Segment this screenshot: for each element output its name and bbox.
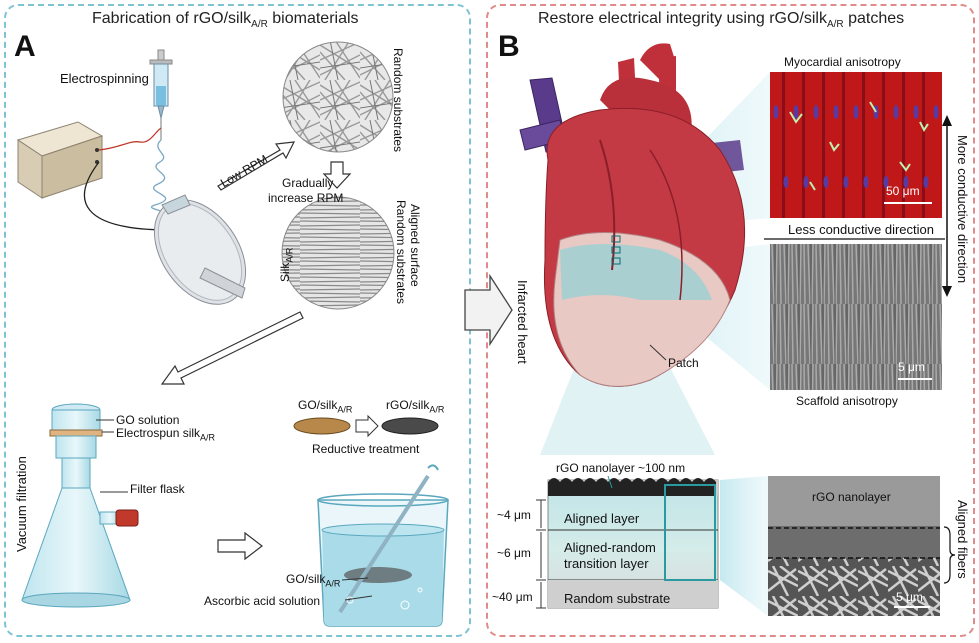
more-conductive-label: More conductive direction xyxy=(955,135,970,284)
rgo-silk-label: rGO/silkA/R xyxy=(386,398,445,415)
layer-4um-label: ~4 μm xyxy=(497,508,531,522)
rgo-nanolayer-100-label: rGO nanolayer ~100 nm xyxy=(556,461,686,475)
electrospun-silk-label: Electrospun silkA/R xyxy=(116,426,216,443)
less-conductive-label: Less conductive direction xyxy=(788,222,934,237)
aligned-surface-label: Aligned surface xyxy=(408,204,422,287)
vacuum-filtration-label: Vacuum filtration xyxy=(14,456,29,552)
random-substrates-label: Random substrates xyxy=(391,48,405,153)
electrospinning-label: Electrospinning xyxy=(60,71,149,86)
random-substrate-label: Random substrate xyxy=(564,591,671,606)
crosssection-sem: 5 μm xyxy=(768,476,940,616)
layer-6um-label: ~6 μm xyxy=(497,546,531,560)
scale-bar xyxy=(884,202,932,204)
myocardial-micrograph: 50 μm xyxy=(770,72,942,218)
panel-a-title: Fabrication of rGO/silkA/R biomaterials xyxy=(92,10,359,31)
filter-flask-label: Filter flask xyxy=(130,482,185,496)
gradually-label: Gradually xyxy=(282,176,334,190)
infarcted-heart-label: Infarcted heart xyxy=(515,280,530,364)
rgo-nanolayer-label: rGO nanolayer xyxy=(812,490,891,504)
aligned-fibers-label: Aligned fibers xyxy=(955,500,970,579)
myocardial-anisotropy-label: Myocardial anisotropy xyxy=(784,55,901,69)
scale-label-5b: 5 μm xyxy=(896,590,923,604)
go-solution-label: GO solution xyxy=(116,413,180,427)
ascorbic-acid-label: Ascorbic acid solution xyxy=(204,594,321,608)
scaffold-sem: 5 μm xyxy=(770,244,942,390)
increase-rpm-label: increase RPM xyxy=(268,191,344,205)
scale-label-5a: 5 μm xyxy=(898,360,925,374)
silk-ar-label: SilkA/R xyxy=(278,247,295,282)
scale-bar xyxy=(894,606,930,608)
aligned-random-label: Aligned-random xyxy=(564,540,656,555)
scale-label-50: 50 μm xyxy=(886,184,920,198)
scale-bar xyxy=(898,378,932,380)
transition-layer-label: transition layer xyxy=(564,556,649,571)
panel-a-letter: A xyxy=(14,30,36,63)
go-silk-beaker-label: GO/silkA/R xyxy=(286,572,341,589)
panel-b-letter: B xyxy=(498,30,520,63)
scaffold-anisotropy-label: Scaffold anisotropy xyxy=(796,394,898,408)
panel-b-title: Restore electrical integrity using rGO/s… xyxy=(538,10,905,31)
layer-40um-label: ~40 μm xyxy=(492,590,533,604)
reductive-treatment-label: Reductive treatment xyxy=(312,442,420,456)
patch-label: Patch xyxy=(668,356,699,370)
go-silk-label: GO/silkA/R xyxy=(298,398,353,415)
aligned-layer-label: Aligned layer xyxy=(564,511,640,526)
random-substrates-label-2: Random substrates xyxy=(394,200,408,305)
